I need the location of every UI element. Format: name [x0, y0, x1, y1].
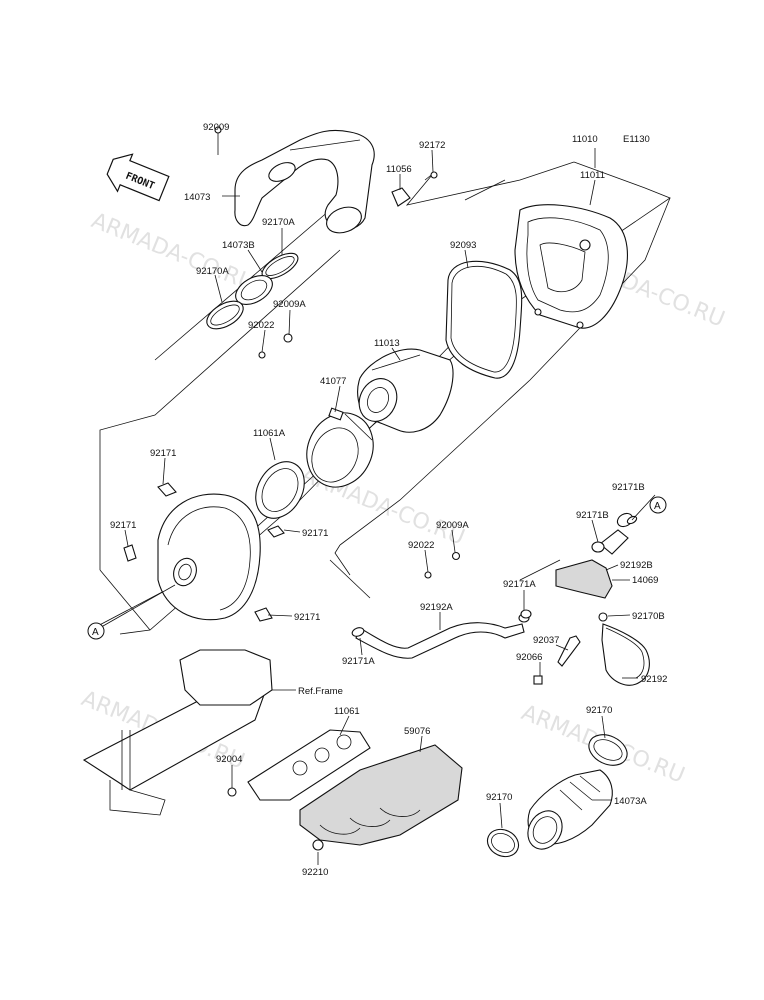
- intake-manifold-59076: [227, 729, 463, 851]
- clips-92171: [123, 482, 285, 622]
- reference-markers: A A: [87, 496, 667, 640]
- callout-92192B: 92192B: [620, 560, 653, 571]
- callout-92009: 92009: [203, 122, 229, 133]
- gasket-92093: [445, 260, 523, 379]
- callout-92066: 92066: [516, 652, 542, 663]
- callout-59076: 59076: [404, 726, 430, 737]
- callout-92009A-mid: 92009A: [436, 520, 469, 531]
- fasteners-mid: [424, 551, 461, 579]
- fitting-14069: [520, 512, 638, 622]
- callout-92171A-left: 92171A: [342, 656, 375, 667]
- air-box-11011: [514, 204, 628, 329]
- callout-92192: 92192: [641, 674, 667, 685]
- callout-14073A: 14073A: [614, 796, 647, 807]
- callout-92037: 92037: [533, 635, 559, 646]
- callout-92192A: 92192A: [420, 602, 453, 613]
- callout-92171B-top: 92171B: [612, 482, 645, 493]
- hose-92192A: [351, 613, 530, 659]
- leader-lines: [124, 133, 656, 865]
- callout-11011: 11011: [580, 170, 605, 181]
- callout-92170A-top: 92170A: [262, 217, 295, 228]
- marker-a-right: A: [654, 501, 661, 512]
- callout-92170A: 92170A: [196, 266, 229, 277]
- callout-41077: 41077: [320, 376, 346, 387]
- hose-92192: [533, 623, 650, 686]
- callout-92022-mid: 92022: [408, 540, 434, 551]
- callout-92171A-right: 92171A: [503, 579, 536, 590]
- callout-92171-a: 92171: [150, 448, 176, 459]
- callout-92172: 92172: [419, 140, 445, 151]
- front-direction-arrow: FRONT: [106, 153, 170, 202]
- diagram-code: E1130: [623, 134, 650, 145]
- callout-92022-top: 92022: [248, 320, 274, 331]
- callout-11061A: 11061A: [253, 428, 286, 439]
- callout-11013: 11013: [374, 338, 400, 349]
- seal-11061A: [255, 461, 305, 519]
- part-callouts: E1130 92009 14073 92170A 14073B 92170A 9…: [110, 122, 667, 878]
- callout-92093: 92093: [450, 240, 476, 251]
- intake-boot-14073A: [486, 734, 628, 858]
- callout-14073B: 14073B: [222, 240, 255, 251]
- callout-11010: 11010: [572, 134, 598, 145]
- duct-clamps: [206, 126, 299, 359]
- watermark-1: ARMADA-CO.RU: [88, 208, 258, 296]
- callout-14069: 14069: [632, 575, 658, 586]
- intake-duct-14073: [234, 129, 375, 234]
- filter-element-11013: [357, 348, 454, 433]
- callout-92171-b: 92171: [110, 520, 136, 531]
- watermarks: ARMADA-CO.RU ARMADA-CO.RU ARMADA-CO.RU A…: [78, 208, 728, 788]
- callout-11056: 11056: [386, 164, 412, 175]
- callout-92009A-top: 92009A: [273, 299, 306, 310]
- callout-92210: 92210: [302, 867, 328, 878]
- air-box-cover: [95, 493, 261, 631]
- callout-92170-top: 92170: [586, 705, 612, 716]
- reference-frame: [82, 649, 296, 816]
- callout-92171-d: 92171: [294, 612, 320, 623]
- callout-11061: 11061: [334, 706, 360, 717]
- filter-holder-41077: [306, 407, 374, 488]
- marker-a-left: A: [92, 627, 99, 638]
- bracket-11056: [391, 171, 438, 207]
- callout-ref-frame: Ref.Frame: [298, 686, 343, 697]
- callout-92170B: 92170B: [632, 611, 665, 622]
- callout-92171B: 92171B: [576, 510, 609, 521]
- callout-92170-left: 92170: [486, 792, 512, 803]
- callout-14073: 14073: [184, 192, 210, 203]
- callout-92004: 92004: [216, 754, 242, 765]
- callout-92171-c: 92171: [302, 528, 328, 539]
